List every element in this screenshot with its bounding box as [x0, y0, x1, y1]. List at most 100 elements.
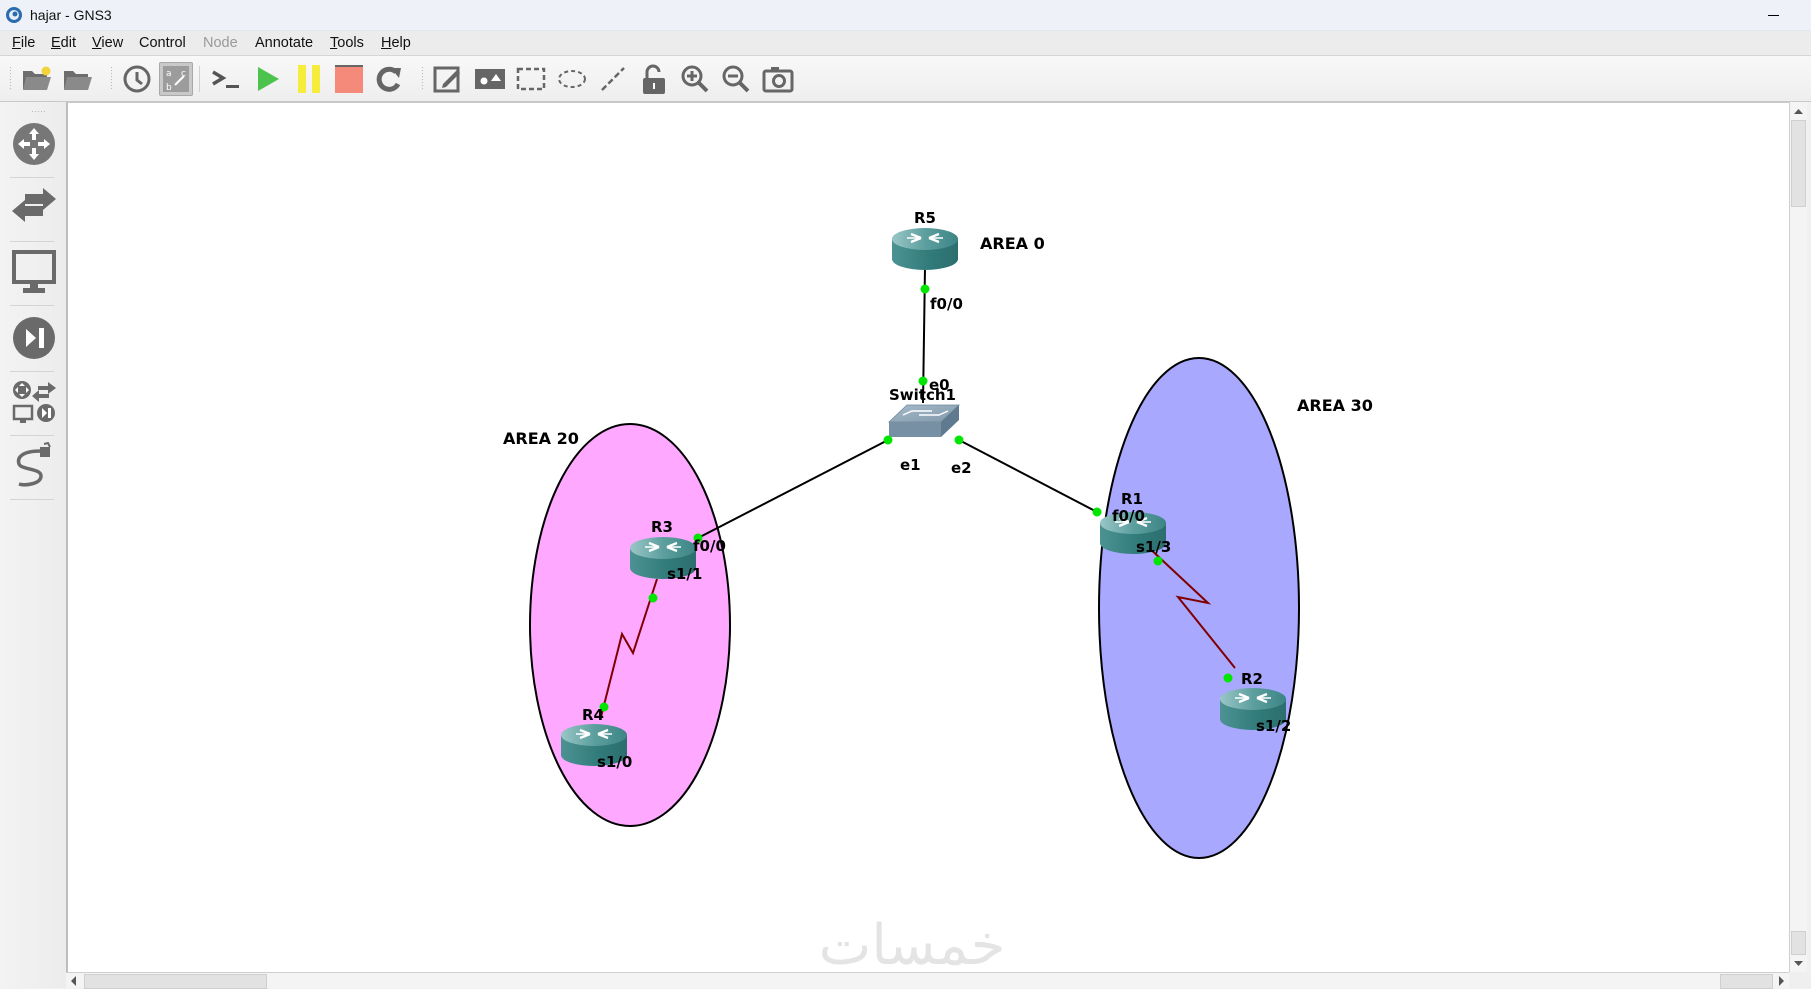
insert-picture-button[interactable]: [473, 62, 507, 96]
minimize-button[interactable]: [1763, 4, 1785, 26]
toolbar-grip[interactable]: [421, 66, 424, 90]
screenshot-button[interactable]: [761, 62, 795, 96]
menu-help-mnemonic: H: [381, 35, 392, 51]
draw-ellipse-button[interactable]: [555, 62, 589, 96]
sidebar-grip[interactable]: [31, 110, 45, 113]
node-label-r3[interactable]: R3: [651, 518, 673, 536]
area30-ellipse[interactable]: [1098, 357, 1300, 859]
sidebar-item-end-devices[interactable]: [10, 248, 58, 296]
menu-help[interactable]: Help: [381, 35, 411, 51]
menu-file[interactable]: File: [12, 35, 35, 51]
port-dot-r3-s11: [648, 593, 658, 603]
play-icon: [258, 67, 279, 91]
sidebar-item-security-devices[interactable]: [10, 314, 58, 362]
area30-label[interactable]: AREA 30: [1297, 396, 1373, 415]
menu-edit-mnemonic: E: [51, 35, 61, 51]
menu-control[interactable]: Control: [139, 35, 186, 51]
open-folder-icon: [64, 71, 92, 90]
add-note-button[interactable]: [431, 62, 465, 96]
menu-tools[interactable]: Tools: [330, 35, 364, 51]
svg-text:a: a: [166, 69, 172, 79]
port-dot-r3-f00: [693, 533, 703, 543]
horizontal-scrollbar-right-segment[interactable]: [1720, 974, 1773, 989]
node-label-r5[interactable]: R5: [914, 209, 936, 227]
sidebar-item-switches[interactable]: [10, 184, 58, 232]
sidebar-item-add-link[interactable]: [10, 442, 58, 490]
area0-label[interactable]: AREA 0: [980, 234, 1045, 253]
menu-node[interactable]: Node: [203, 35, 238, 51]
port-label-r2-s12: s1/2: [1256, 717, 1291, 735]
port-dot-r2-s12: [1223, 673, 1233, 683]
link-switch1-r1[interactable]: [958, 439, 1098, 513]
suspend-all-button[interactable]: [292, 62, 326, 96]
link-r1-r2-serial[interactable]: [1146, 545, 1236, 669]
port-label-sw-e1: e1: [900, 456, 921, 474]
area20-label[interactable]: AREA 20: [503, 429, 579, 448]
port-label-sw-e2: e2: [951, 459, 972, 477]
node-label-r1[interactable]: R1: [1121, 490, 1143, 508]
menu-bar: File Edit View Control Node Annotate Too…: [0, 31, 1811, 56]
port-label-r4-s10: s1/0: [597, 753, 632, 771]
draw-rectangle-button[interactable]: [514, 62, 548, 96]
zoom-out-button[interactable]: [719, 62, 753, 96]
scroll-up-arrow-icon[interactable]: [1790, 103, 1807, 120]
draw-line-button[interactable]: [596, 62, 630, 96]
menu-help-label: elp: [391, 35, 411, 51]
toolbar-grip[interactable]: [9, 66, 12, 90]
toolbar-separator: [199, 66, 200, 92]
scroll-down-arrow-icon[interactable]: [1790, 955, 1807, 972]
port-dot-r1-f00: [1092, 507, 1102, 517]
menu-tools-label: ools: [337, 35, 364, 51]
topology-canvas[interactable]: AREA 0 AREA 20 AREA 30: [66, 102, 1789, 972]
link-r3-r4-serial[interactable]: [600, 578, 658, 718]
window-title: hajar - GNS3: [30, 7, 112, 23]
switch-icon: [12, 188, 56, 222]
menu-view-label: iew: [101, 35, 124, 51]
port-indicators: [599, 284, 1233, 712]
menu-annotate[interactable]: Annotate: [255, 35, 314, 51]
reload-all-button[interactable]: [372, 62, 406, 96]
zoom-in-button[interactable]: [678, 62, 712, 96]
sidebar-separator: [10, 435, 54, 436]
console-all-button[interactable]: [209, 62, 243, 96]
sidebar-item-routers[interactable]: [10, 120, 58, 168]
router-r5[interactable]: [890, 226, 960, 272]
node-label-r2[interactable]: R2: [1241, 670, 1263, 688]
node-label-switch1[interactable]: Switch1: [889, 386, 956, 404]
scroll-left-arrow-icon[interactable]: [66, 973, 82, 989]
port-dot-sw-e0: [918, 376, 928, 386]
toolbar-grip[interactable]: [110, 66, 113, 90]
stop-icon: [335, 65, 363, 93]
new-project-button[interactable]: [20, 62, 54, 96]
vertical-scrollbar-thumb[interactable]: [1791, 120, 1806, 207]
open-project-button[interactable]: [61, 62, 95, 96]
menu-edit[interactable]: Edit: [51, 35, 76, 51]
lock-items-button[interactable]: [637, 62, 671, 96]
switch-switch1[interactable]: [887, 404, 961, 437]
port-dot-r4-s10: [599, 702, 609, 712]
vertical-scrollbar-lower-segment[interactable]: [1791, 931, 1806, 955]
picture-icon: [475, 69, 505, 89]
ellipse-icon: [558, 70, 586, 88]
sidebar-separator: [10, 241, 54, 242]
show-interface-labels-button[interactable]: a c b: [159, 62, 193, 96]
start-all-button[interactable]: [251, 62, 285, 96]
menu-view[interactable]: View: [92, 35, 123, 51]
stop-all-button[interactable]: [332, 62, 366, 96]
monitor-icon: [12, 250, 56, 293]
port-dot-sw-e1: [883, 435, 893, 445]
terminal-icon: [212, 70, 239, 88]
watermark-text: خمسات: [819, 913, 1006, 972]
horizontal-scrollbar-thumb[interactable]: [84, 974, 267, 989]
node-label-r4[interactable]: R4: [582, 706, 604, 724]
port-label-r3-f00: f0/0: [693, 537, 726, 555]
scroll-right-arrow-icon[interactable]: [1773, 973, 1789, 989]
link-switch1-r3[interactable]: [697, 439, 889, 539]
menu-edit-label: dit: [60, 35, 76, 51]
horizontal-scrollbar[interactable]: [66, 972, 1789, 989]
device-sidebar: [0, 102, 66, 988]
vertical-scrollbar[interactable]: [1789, 102, 1807, 972]
port-label-r3-s11: s1/1: [667, 565, 702, 583]
snapshot-button[interactable]: [120, 62, 154, 96]
sidebar-item-all-devices[interactable]: [10, 378, 58, 426]
